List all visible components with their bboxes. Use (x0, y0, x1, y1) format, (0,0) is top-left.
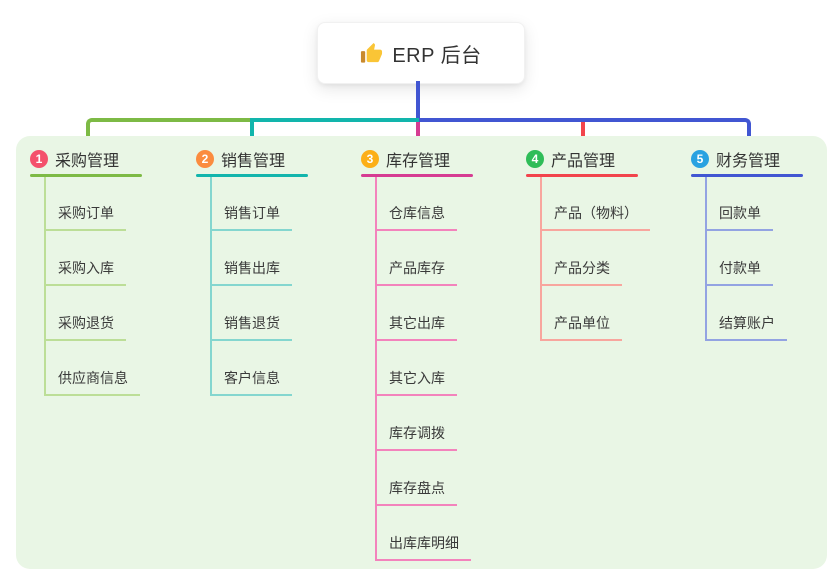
connector-branch-5 (419, 118, 751, 144)
connector-branch-2 (250, 118, 419, 144)
child-node[interactable]: 销售订单 (210, 204, 292, 231)
branch-header-1[interactable]: 1 采购管理 (30, 148, 119, 170)
branch-underline-5 (691, 174, 803, 177)
branch-underline-4 (526, 174, 638, 177)
child-node[interactable]: 采购入库 (44, 259, 126, 286)
branch-header-3[interactable]: 3 库存管理 (361, 148, 450, 170)
connector-branch-4 (581, 122, 585, 142)
child-node[interactable]: 其它出库 (375, 314, 457, 341)
branch-children-line-2 (210, 177, 212, 396)
thumbs-up-icon (361, 42, 383, 63)
root-node[interactable]: ERP 后台 (317, 22, 525, 84)
root-stem-connector (416, 81, 420, 120)
child-node[interactable]: 产品单位 (540, 314, 622, 341)
child-node[interactable]: 客户信息 (210, 369, 292, 396)
branch-underline-1 (30, 174, 142, 177)
branches-panel (16, 136, 827, 569)
child-node[interactable]: 结算账户 (705, 314, 787, 341)
branch-underline-2 (196, 174, 308, 177)
child-node[interactable]: 库存调拨 (375, 424, 457, 451)
branch-underline-3 (361, 174, 473, 177)
child-node[interactable]: 付款单 (705, 259, 773, 286)
branch-title-4: 产品管理 (551, 153, 616, 170)
branch-children-line-5 (705, 177, 707, 341)
branch-badge-2: 2 (196, 150, 214, 168)
branch-badge-1: 1 (30, 150, 48, 168)
child-node[interactable]: 出库库明细 (375, 534, 471, 561)
branch-title-2: 销售管理 (221, 153, 286, 170)
branch-header-5[interactable]: 5 财务管理 (691, 148, 780, 170)
child-node[interactable]: 销售出库 (210, 259, 292, 286)
connector-branch-1 (86, 118, 252, 144)
child-node[interactable]: 产品分类 (540, 259, 622, 286)
child-node[interactable]: 销售退货 (210, 314, 292, 341)
branch-header-4[interactable]: 4 产品管理 (526, 148, 615, 170)
child-node[interactable]: 其它入库 (375, 369, 457, 396)
branch-badge-3: 3 (361, 150, 379, 168)
branch-badge-4: 4 (526, 150, 544, 168)
branch-title-5: 财务管理 (716, 153, 781, 170)
child-node[interactable]: 回款单 (705, 204, 773, 231)
child-node[interactable]: 库存盘点 (375, 479, 457, 506)
child-node[interactable]: 采购退货 (44, 314, 126, 341)
child-node[interactable]: 供应商信息 (44, 369, 140, 396)
child-node[interactable]: 采购订单 (44, 204, 126, 231)
child-node[interactable]: 产品（物料） (540, 204, 650, 231)
branch-title-3: 库存管理 (386, 153, 451, 170)
child-node[interactable]: 产品库存 (375, 259, 457, 286)
branch-header-2[interactable]: 2 销售管理 (196, 148, 285, 170)
root-title: ERP 后台 (392, 44, 482, 67)
branch-children-line-1 (44, 177, 46, 396)
branch-title-1: 采购管理 (55, 153, 120, 170)
branch-children-line-4 (540, 177, 542, 341)
connector-branch-3 (416, 122, 420, 143)
child-node[interactable]: 仓库信息 (375, 204, 457, 231)
branch-badge-5: 5 (691, 150, 709, 168)
branch-children-line-3 (375, 177, 377, 561)
